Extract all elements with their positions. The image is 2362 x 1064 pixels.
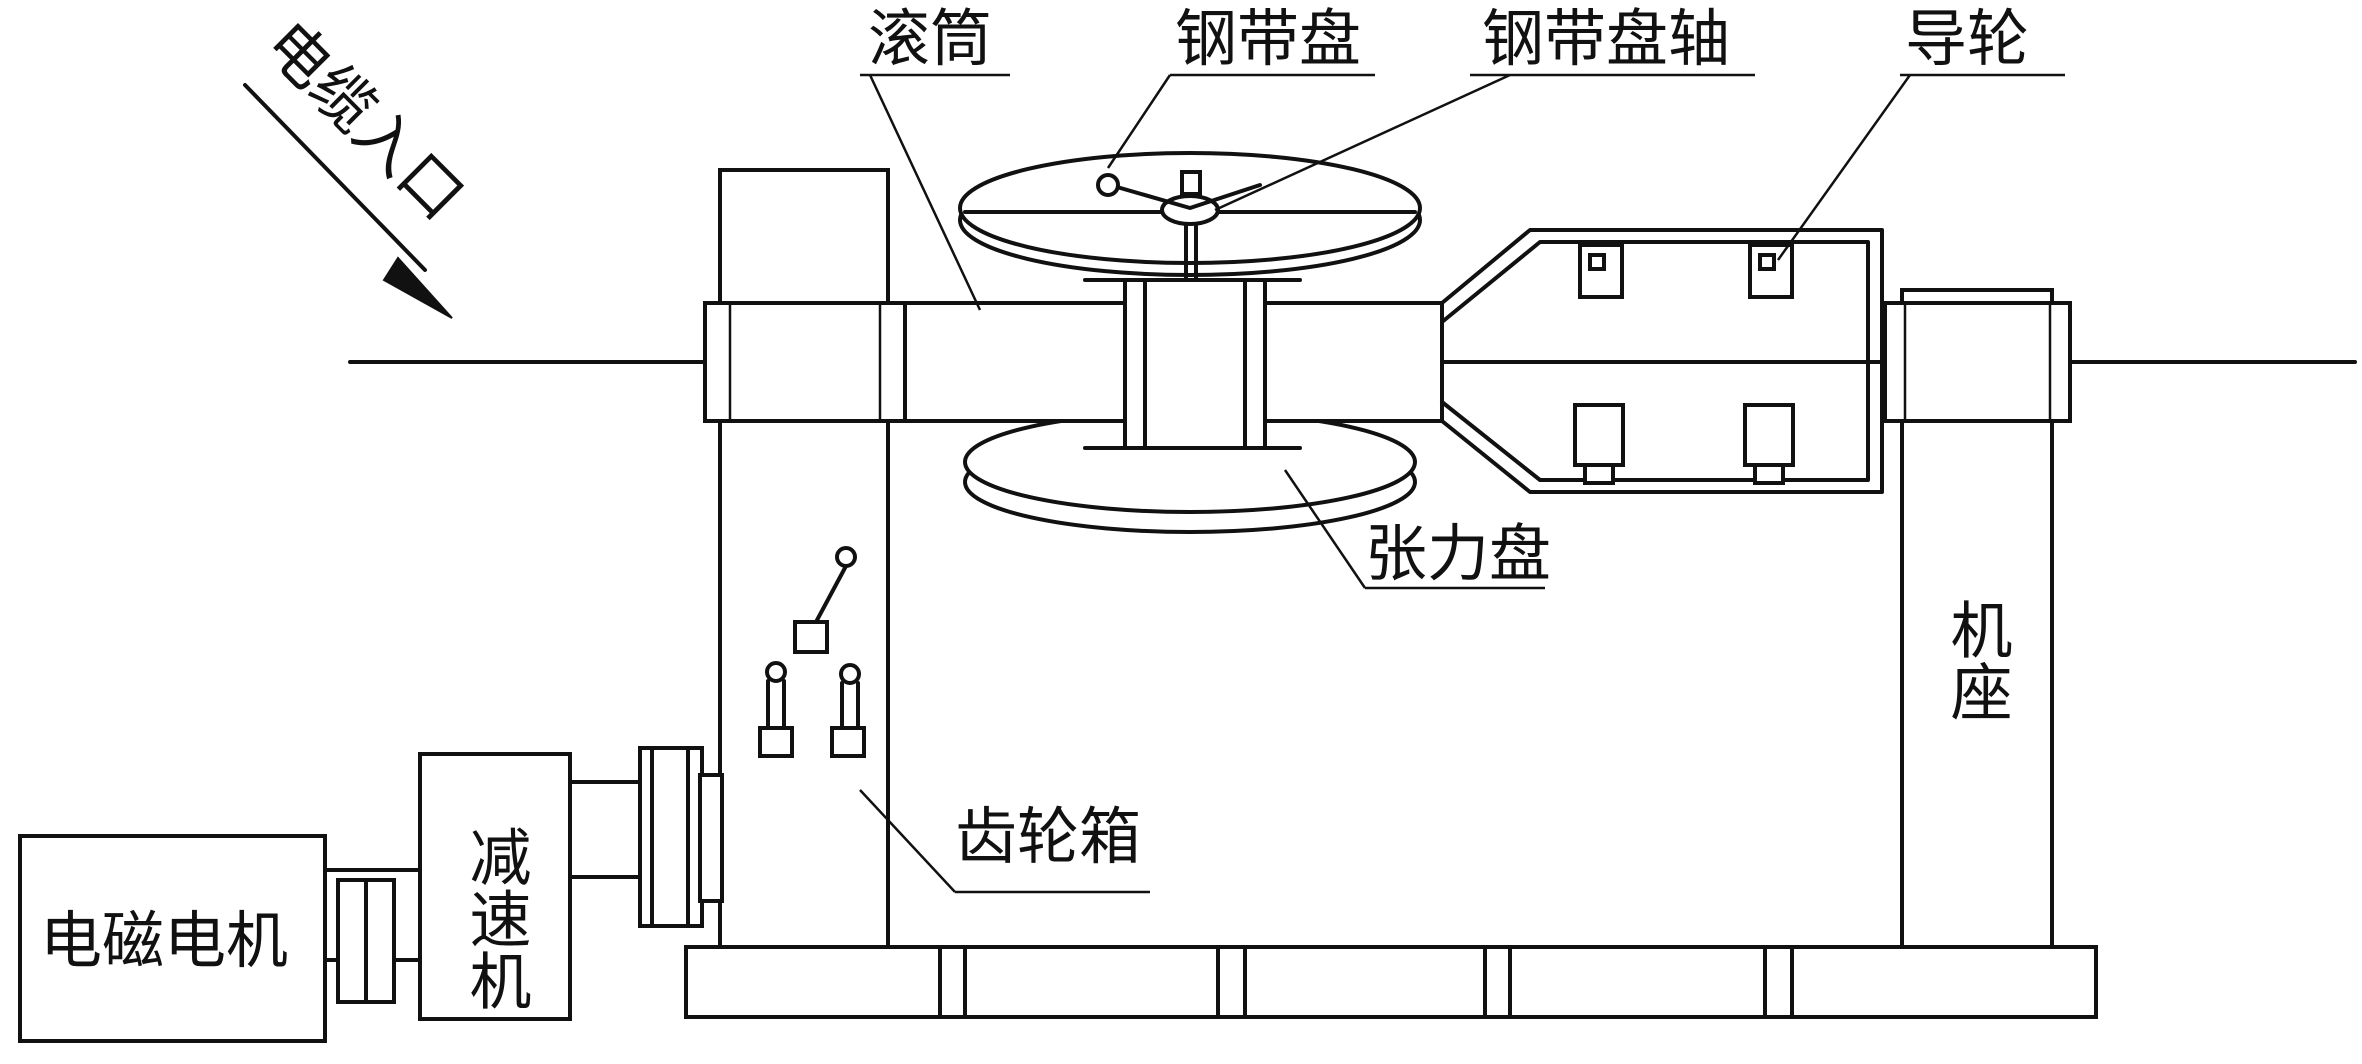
label-reducer: 减速机 xyxy=(459,825,532,1011)
reducer-box xyxy=(418,752,572,1021)
motor-coupling xyxy=(323,868,422,1004)
machine-base-column xyxy=(1883,288,2072,949)
drum xyxy=(903,278,1444,450)
gearbox-column xyxy=(703,168,907,949)
label-steel-tape-reel: 钢带盘 xyxy=(1175,2,1361,75)
label-drum: 滚筒 xyxy=(868,2,992,75)
gearbox-levers xyxy=(758,546,866,758)
cable-inlet-arrow xyxy=(243,83,453,319)
label-electromagnetic-motor: 电磁电机 xyxy=(40,904,288,977)
reducer-coupling xyxy=(568,746,724,928)
label-tension-disc: 张力盘 xyxy=(1365,517,1551,590)
tension-disc xyxy=(963,410,1417,534)
guide-wheel-housing xyxy=(1440,228,1884,494)
label-cable-inlet: 电缆入口 xyxy=(251,7,478,234)
label-guide-wheel: 导轮 xyxy=(1905,2,2029,75)
label-steel-tape-reel-shaft: 钢带盘轴 xyxy=(1482,2,1730,75)
base-platform xyxy=(684,945,2098,1019)
electromagnetic-motor-box xyxy=(18,834,327,1043)
label-machine-base: 机座 xyxy=(1940,598,2013,722)
leader-lines xyxy=(859,73,2065,894)
steel-tape-reel xyxy=(958,151,1422,280)
label-gearbox: 齿轮箱 xyxy=(955,800,1141,873)
